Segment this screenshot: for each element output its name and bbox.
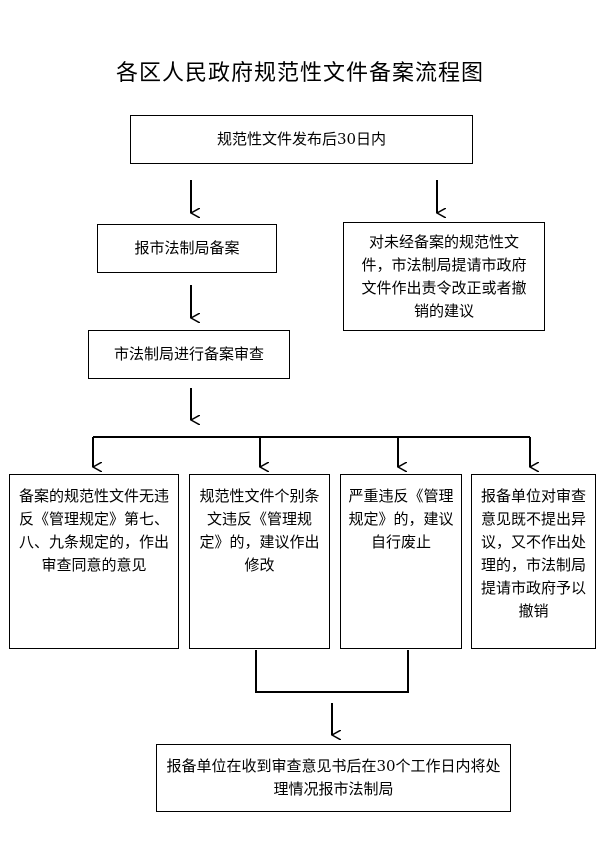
- box-final: 报备单位在收到审查意见书后在30个工作日内将处理情况报市法制局: [156, 744, 511, 812]
- box-review-label: 市法制局进行备案审查: [113, 345, 264, 363]
- box-publish-label: 规范性文件发布后30日内: [216, 130, 387, 148]
- box-report: 报市法制局备案: [97, 224, 277, 273]
- box-agree-label: 备案的规范性文件无违反《管理规定》第七、八、九条规定的，作出审查同意的意见: [18, 487, 169, 574]
- box-unfiled: 对未经备案的规范性文件，市法制局提请市政府文件作出责令改正或者撤销的建议: [343, 222, 545, 331]
- box-modify-label: 规范性文件个别条文违反《管理规定》的，建议作出修改: [199, 487, 320, 574]
- box-review: 市法制局进行备案审查: [88, 330, 290, 379]
- box-final-label: 报备单位在收到审查意见书后在30个工作日内将处理情况报市法制局: [166, 757, 501, 798]
- box-agree: 备案的规范性文件无违反《管理规定》第七、八、九条规定的，作出审查同意的意见: [9, 474, 179, 649]
- box-unfiled-label: 对未经备案的规范性文件，市法制局提请市政府文件作出责令改正或者撤销的建议: [361, 233, 527, 320]
- box-report-label: 报市法制局备案: [134, 239, 240, 257]
- box-publish: 规范性文件发布后30日内: [130, 115, 473, 164]
- box-revoke-label: 报备单位对审查意见既不提出异议，又不作出处理的，市法制局提请市政府予以撤销: [480, 487, 586, 620]
- box-abolish-label: 严重违反《管理规定》的，建议自行废止: [348, 487, 454, 551]
- box-abolish: 严重违反《管理规定》的，建议自行废止: [340, 474, 462, 649]
- page-title: 各区人民政府规范性文件备案流程图: [115, 61, 484, 86]
- box-revoke: 报备单位对审查意见既不提出异议，又不作出处理的，市法制局提请市政府予以撤销: [471, 474, 596, 649]
- merge-bracket-line: [255, 650, 409, 693]
- box-modify: 规范性文件个别条文违反《管理规定》的，建议作出修改: [189, 474, 330, 649]
